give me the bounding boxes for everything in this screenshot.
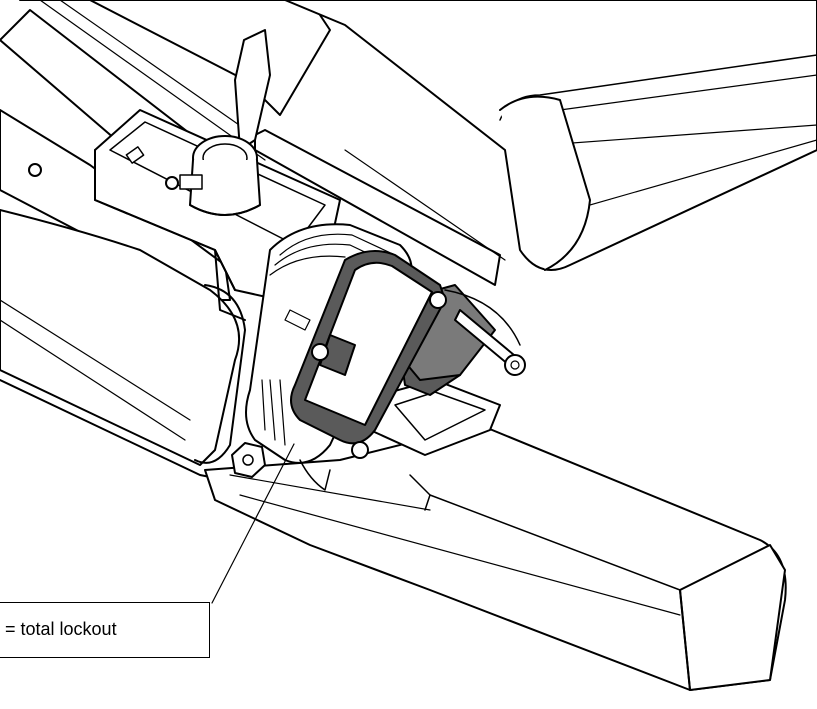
leader-line (211, 443, 295, 604)
lower-right-arm (204, 424, 787, 691)
bolts (231, 291, 447, 478)
callout-box: t = total lockout (0, 602, 210, 658)
callout-label: t = total lockout (0, 619, 117, 639)
lever-plate (290, 250, 446, 445)
angled-plate (234, 29, 506, 286)
upper-right-panel (284, 0, 817, 271)
spring-pin (299, 289, 526, 491)
